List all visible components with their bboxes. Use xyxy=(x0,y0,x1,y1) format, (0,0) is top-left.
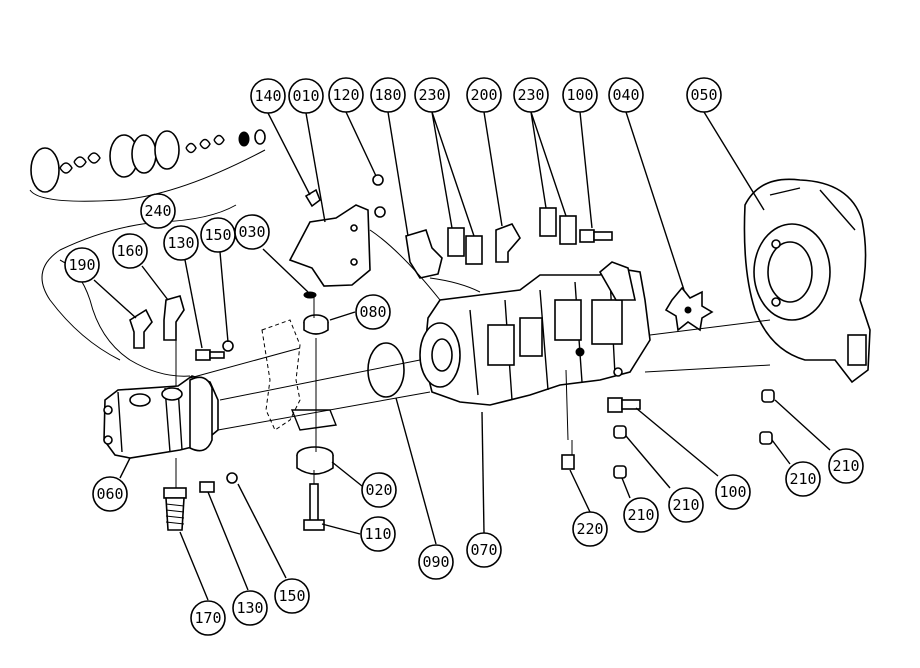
fitting-200 xyxy=(495,223,521,263)
svg-text:200: 200 xyxy=(470,86,497,104)
callout-030: 030 xyxy=(234,214,270,250)
svg-text:030: 030 xyxy=(238,223,265,241)
callout-210-c: 210 xyxy=(785,461,821,497)
coupling-040 xyxy=(664,286,714,332)
callout-150-top: 150 xyxy=(200,217,236,253)
svg-text:130: 130 xyxy=(236,599,263,617)
mounting-flange-050 xyxy=(743,178,871,384)
svg-text:160: 160 xyxy=(116,242,143,260)
callout-140: 140 xyxy=(250,78,286,114)
svg-text:130: 130 xyxy=(167,234,194,252)
callout-160: 160 xyxy=(112,233,148,269)
seal-kit-240 xyxy=(29,129,266,202)
callout-020: 020 xyxy=(361,472,397,508)
fitting-180 xyxy=(405,229,443,279)
fittings-230-left xyxy=(447,227,483,265)
callout-210-b: 210 xyxy=(668,487,704,523)
svg-text:170: 170 xyxy=(194,609,221,627)
callouts: 140 010 120 180 230 200 230 100 040 050 … xyxy=(64,77,864,636)
callout-240: 240 xyxy=(140,193,176,229)
svg-text:140: 140 xyxy=(254,87,281,105)
svg-text:210: 210 xyxy=(789,470,816,488)
callout-120: 120 xyxy=(328,77,364,113)
filter-bracket-outline xyxy=(261,319,337,431)
svg-text:210: 210 xyxy=(672,496,699,514)
callout-110: 110 xyxy=(360,516,396,552)
callout-200: 200 xyxy=(466,77,502,113)
bracket-010 xyxy=(288,204,371,287)
callout-210-d: 210 xyxy=(828,448,864,484)
bolt-110 xyxy=(303,483,325,531)
plugs-210 xyxy=(613,389,775,479)
callout-210-a: 210 xyxy=(623,497,659,533)
callout-170: 170 xyxy=(190,600,226,636)
callout-080: 080 xyxy=(355,294,391,330)
washer-030 xyxy=(303,291,317,299)
callout-060: 060 xyxy=(92,476,128,512)
svg-text:150: 150 xyxy=(278,587,305,605)
svg-text:180: 180 xyxy=(374,86,401,104)
callout-150-bottom: 150 xyxy=(274,578,310,614)
callout-230-right: 230 xyxy=(513,77,549,113)
svg-text:020: 020 xyxy=(365,481,392,499)
leader-lines xyxy=(93,111,831,601)
pump-body-070 xyxy=(419,261,651,406)
svg-text:010: 010 xyxy=(292,87,319,105)
charge-pump-060 xyxy=(103,375,219,459)
fitting-160 xyxy=(163,295,185,341)
callout-040: 040 xyxy=(608,77,644,113)
svg-text:240: 240 xyxy=(144,202,171,220)
svg-text:100: 100 xyxy=(566,86,593,104)
spacer-080 xyxy=(303,314,329,335)
svg-text:150: 150 xyxy=(204,226,231,244)
fitting-170 xyxy=(163,487,187,531)
callout-100-bottom: 100 xyxy=(715,474,751,510)
svg-text:050: 050 xyxy=(690,86,717,104)
callout-070: 070 xyxy=(466,532,502,568)
svg-text:080: 080 xyxy=(359,303,386,321)
callout-180: 180 xyxy=(370,77,406,113)
svg-text:100: 100 xyxy=(719,483,746,501)
callout-090: 090 xyxy=(418,544,454,580)
callout-050: 050 xyxy=(686,77,722,113)
svg-text:120: 120 xyxy=(332,86,359,104)
svg-text:190: 190 xyxy=(68,256,95,274)
callout-220: 220 xyxy=(572,511,608,547)
callout-010: 010 xyxy=(288,78,324,114)
svg-text:220: 220 xyxy=(576,520,603,538)
o-ring-090 xyxy=(367,342,405,398)
bolt-100-top xyxy=(579,229,613,243)
svg-text:230: 230 xyxy=(517,86,544,104)
fittings-230-right xyxy=(539,207,577,245)
svg-text:210: 210 xyxy=(832,457,859,475)
fitting-190 xyxy=(129,308,153,349)
svg-text:110: 110 xyxy=(364,525,391,543)
callout-100-top: 100 xyxy=(562,77,598,113)
svg-text:090: 090 xyxy=(422,553,449,571)
spacer-ring-020 xyxy=(296,446,334,475)
svg-text:040: 040 xyxy=(612,86,639,104)
bolt-100-lower xyxy=(607,397,641,413)
callout-130-bottom: 130 xyxy=(232,590,268,626)
svg-text:070: 070 xyxy=(470,541,497,559)
svg-text:060: 060 xyxy=(96,485,123,503)
callout-230-left: 230 xyxy=(414,77,450,113)
svg-text:210: 210 xyxy=(627,506,654,524)
callout-130-top: 130 xyxy=(163,225,199,261)
svg-text:230: 230 xyxy=(418,86,445,104)
plug-220 xyxy=(561,454,575,470)
callout-190: 190 xyxy=(64,247,100,283)
